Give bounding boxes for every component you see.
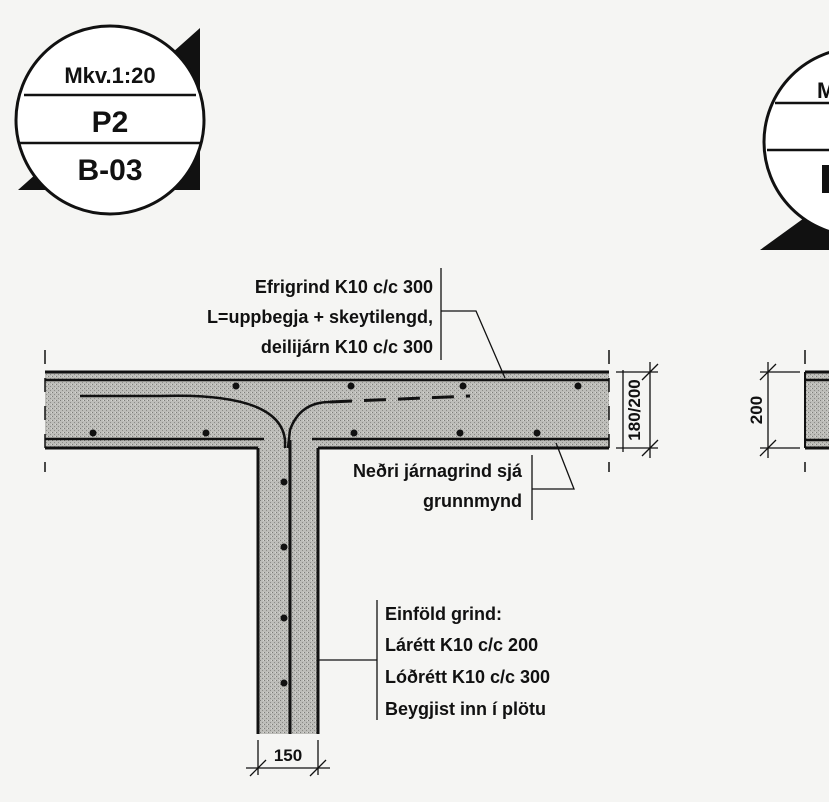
dimension-wall: 150 [246, 740, 330, 777]
detail-badge-left: Mkv.1:20 P2 B-03 [14, 24, 206, 216]
bent-bar-left [80, 394, 287, 456]
callout-top: Efrigrind K10 c/c 300 L=uppbegja + skeyt… [207, 268, 506, 379]
wall-dim-tick-left [249, 759, 267, 777]
callout-mid-leader [532, 442, 575, 490]
wall-concrete [258, 448, 318, 734]
callout-wall-line4: Beygjist inn í plötu [385, 699, 546, 719]
detail-badge-right: M [760, 51, 829, 250]
slab-section [44, 350, 610, 472]
slab-top-bar-dots [232, 382, 582, 390]
right-dim-tick-bottom [759, 439, 777, 457]
wall-dim-tick-right [309, 759, 327, 777]
badge-circle [14, 24, 206, 216]
badge-right-scale: M [817, 78, 829, 103]
callout-mid: Neðri járnagrind sjá grunnmynd [353, 442, 575, 520]
wall-bar-dots [280, 478, 288, 687]
right-detail: 200 [747, 350, 829, 472]
callout-wall-line2: Lárétt K10 c/c 200 [385, 635, 538, 655]
lap-bar [329, 394, 471, 404]
right-slab-thickness-label: 200 [747, 396, 766, 424]
badge-right-circle [762, 51, 829, 233]
dimension-slab: 180/200 [616, 362, 659, 458]
wall-thickness-label: 150 [274, 746, 302, 765]
callout-mid-line2: grunnmynd [423, 491, 522, 511]
bent-bar-right [285, 400, 331, 457]
badge-sheet-number: B-03 [77, 154, 142, 187]
callout-top-line1: Efrigrind K10 c/c 300 [255, 277, 433, 297]
badge-right-glyph [822, 165, 829, 193]
badge-detail-number: P2 [92, 106, 129, 139]
right-slab-concrete [805, 372, 829, 448]
dim-tick-bottom [641, 439, 659, 457]
callout-top-line2: L=uppbegja + skeytilengd, [207, 307, 433, 327]
right-dim-tick-top [759, 363, 777, 381]
callout-top-leader [441, 310, 506, 379]
badge-scale: Mkv.1:20 [64, 63, 155, 88]
callout-mid-line1: Neðri járnagrind sjá [353, 461, 523, 481]
dim-tick-top [641, 363, 659, 381]
slab-bottom-bar-dots [89, 429, 541, 437]
callout-top-line3: deilijárn K10 c/c 300 [261, 337, 433, 357]
callout-wall: Einföld grind: Lárétt K10 c/c 200 Lóðrét… [318, 600, 550, 720]
callout-wall-line3: Lóðrétt K10 c/c 300 [385, 667, 550, 687]
callout-wall-line1: Einföld grind: [385, 604, 502, 624]
slab-thickness-label: 180/200 [625, 379, 644, 440]
slab-concrete [45, 372, 609, 448]
wall-section [256, 440, 320, 734]
